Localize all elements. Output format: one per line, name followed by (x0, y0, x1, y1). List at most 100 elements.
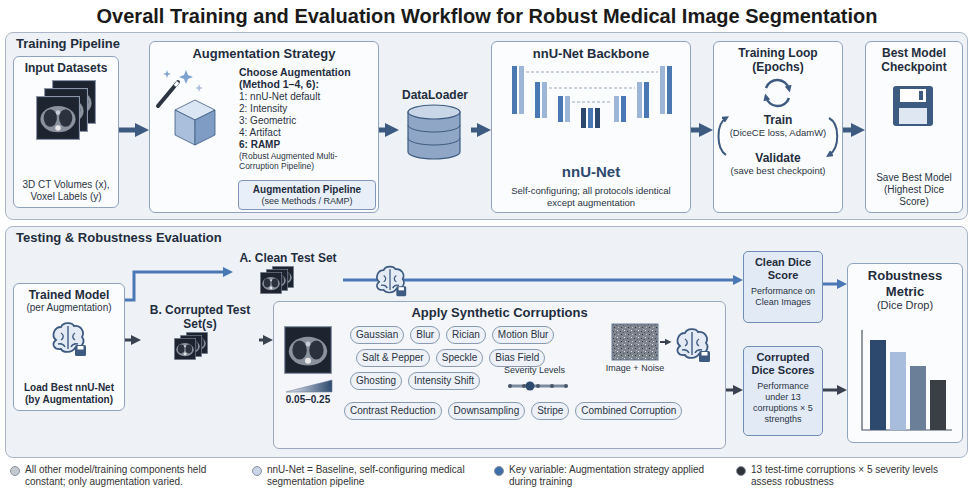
severity-slider (508, 382, 568, 391)
legend-item: All other model/training components held… (10, 464, 244, 488)
corruption-chip: Intensity Shift (408, 372, 480, 390)
flow-arrow (471, 128, 478, 133)
legend-item: 13 test-time corruptions × 5 severity le… (736, 464, 970, 488)
floppy-icon (893, 86, 933, 126)
database-cylinder (408, 105, 460, 159)
severity-slider (536, 384, 540, 388)
augmentation-wand (163, 70, 171, 78)
ct-stack (37, 97, 80, 140)
unet-figure (637, 82, 642, 118)
flow-arrow (119, 128, 136, 133)
corruption-chip: Bias Field (489, 349, 545, 367)
flow-arrow (379, 128, 386, 133)
corruption-preview (612, 324, 658, 360)
ct-stack (174, 266, 293, 359)
loop-arrows (719, 118, 727, 155)
chip-label: Downsampling (454, 405, 520, 417)
dataset-stack: B. Corrupted Test Set(s) (141, 301, 259, 363)
node-heading: Training Loop (Epochs) (719, 46, 837, 75)
flow-arrow (259, 339, 264, 342)
unet-figure (512, 66, 517, 114)
node-heading: Best Model Checkpoint (871, 46, 957, 75)
legend-swatch (736, 466, 746, 476)
node-heading: Apply Synthetic Corruptions (411, 305, 587, 321)
loop-arrows (719, 80, 838, 155)
input-box: Input Datasets 3D CT Volumes (x), Voxel L… (13, 56, 119, 208)
label-holder: Image + Noise (600, 363, 670, 374)
brain-icon (54, 323, 86, 356)
node-heading: DataLoader (402, 88, 468, 102)
node-text: Performance on Clean Images (748, 286, 818, 308)
severity-slider (508, 384, 512, 388)
flow-arrow (843, 128, 852, 133)
node-text: 4: Artifact (239, 127, 281, 139)
augmentation-wand (158, 70, 215, 145)
legend-text: nnU-Net = Baseline, self-configuring med… (267, 464, 486, 488)
chip-label: Bias Field (495, 352, 539, 364)
corruption-chip: Rician (446, 326, 486, 344)
severity-slider (550, 384, 554, 388)
node-text: Self-configuring; all protocols identica… (497, 185, 685, 208)
unet-figure (558, 96, 563, 122)
database-node: DataLoader (399, 86, 471, 171)
legend-item: Key variable: Augmentation strategy appl… (494, 464, 728, 488)
chip-label: Speckle (442, 352, 478, 364)
unet-figure (614, 96, 619, 122)
node-text: 3D CT Volumes (x), Voxel Labels (y) (19, 179, 113, 203)
corruption-chip: Ghosting (350, 372, 402, 390)
unet-figure (588, 108, 593, 128)
label-holder: Severity Levels (504, 365, 576, 376)
ct-stack (186, 332, 207, 353)
corruption-chip: Combined Corruption (575, 402, 682, 420)
unet-figure (581, 108, 586, 128)
legend-text: Key variable: Augmentation strategy appl… (509, 464, 728, 488)
chip-label: Ghosting (356, 375, 396, 387)
unet-figure (660, 66, 665, 114)
chip-label: Gaussian (356, 329, 398, 341)
loop-arrows (766, 97, 789, 106)
unet-figure (512, 66, 672, 128)
annotation-label: Severity Levels (504, 365, 576, 376)
node-heading: Augmentation Strategy (192, 46, 335, 62)
flow-arrow (823, 389, 838, 392)
node-heading: Input Datasets (25, 61, 108, 75)
floppy-icon (900, 89, 926, 102)
flow-arrow (125, 339, 132, 342)
pipeline-box: Augmentation Pipeline(see Methods / RAMP… (238, 180, 376, 210)
node-text: (see Methods / RAMP) (261, 196, 352, 207)
diagram-title: Overall Training and Evaluation Workflow… (0, 4, 974, 28)
augmentation-wand (179, 70, 193, 84)
node-heading: Training Pipeline (16, 36, 120, 52)
corruption-chip: Blur (410, 326, 440, 344)
node-text: Choose Augmentation (Method 1–4, 6): (239, 66, 373, 91)
corruption-chip: Salt & Pepper (356, 349, 430, 367)
flow-arrow (125, 272, 224, 300)
augmentation-wand (158, 82, 178, 106)
dataset-stack: A. Clean Test Set (233, 249, 343, 295)
ct-stack (37, 81, 96, 140)
bar-chart (890, 352, 906, 430)
node-text: (save best checkpoint) (730, 165, 825, 176)
node-text: (DiceCE loss, AdamW) (730, 127, 827, 138)
node-text: Performance under 13 corruptions × 5 str… (748, 381, 818, 424)
augmentation-wand (195, 110, 215, 145)
chip-label: Combined Corruption (581, 405, 676, 417)
loop-arrows (766, 80, 789, 89)
bar-chart (862, 330, 952, 430)
node-text: (Dice Drop) (877, 299, 933, 312)
ct-stack (266, 269, 287, 290)
node-text: 6: RAMP (239, 139, 280, 151)
unet-figure (621, 96, 626, 122)
unet-figure (595, 108, 600, 128)
node-text: nnU-Net (562, 163, 620, 181)
chip-label: Blur (416, 329, 434, 341)
legend-swatch (252, 466, 262, 476)
node-text: (Robust Augmented Multi-Corruption Pipel… (239, 151, 373, 171)
node-text: 1: nnU-Net default (239, 91, 320, 103)
node-heading: Augmentation Pipeline (253, 184, 361, 196)
panel: Training PipelineInput Datasets 3D CT Vol… (5, 32, 968, 220)
bar-chart (870, 340, 886, 430)
severity-slider (564, 384, 568, 388)
